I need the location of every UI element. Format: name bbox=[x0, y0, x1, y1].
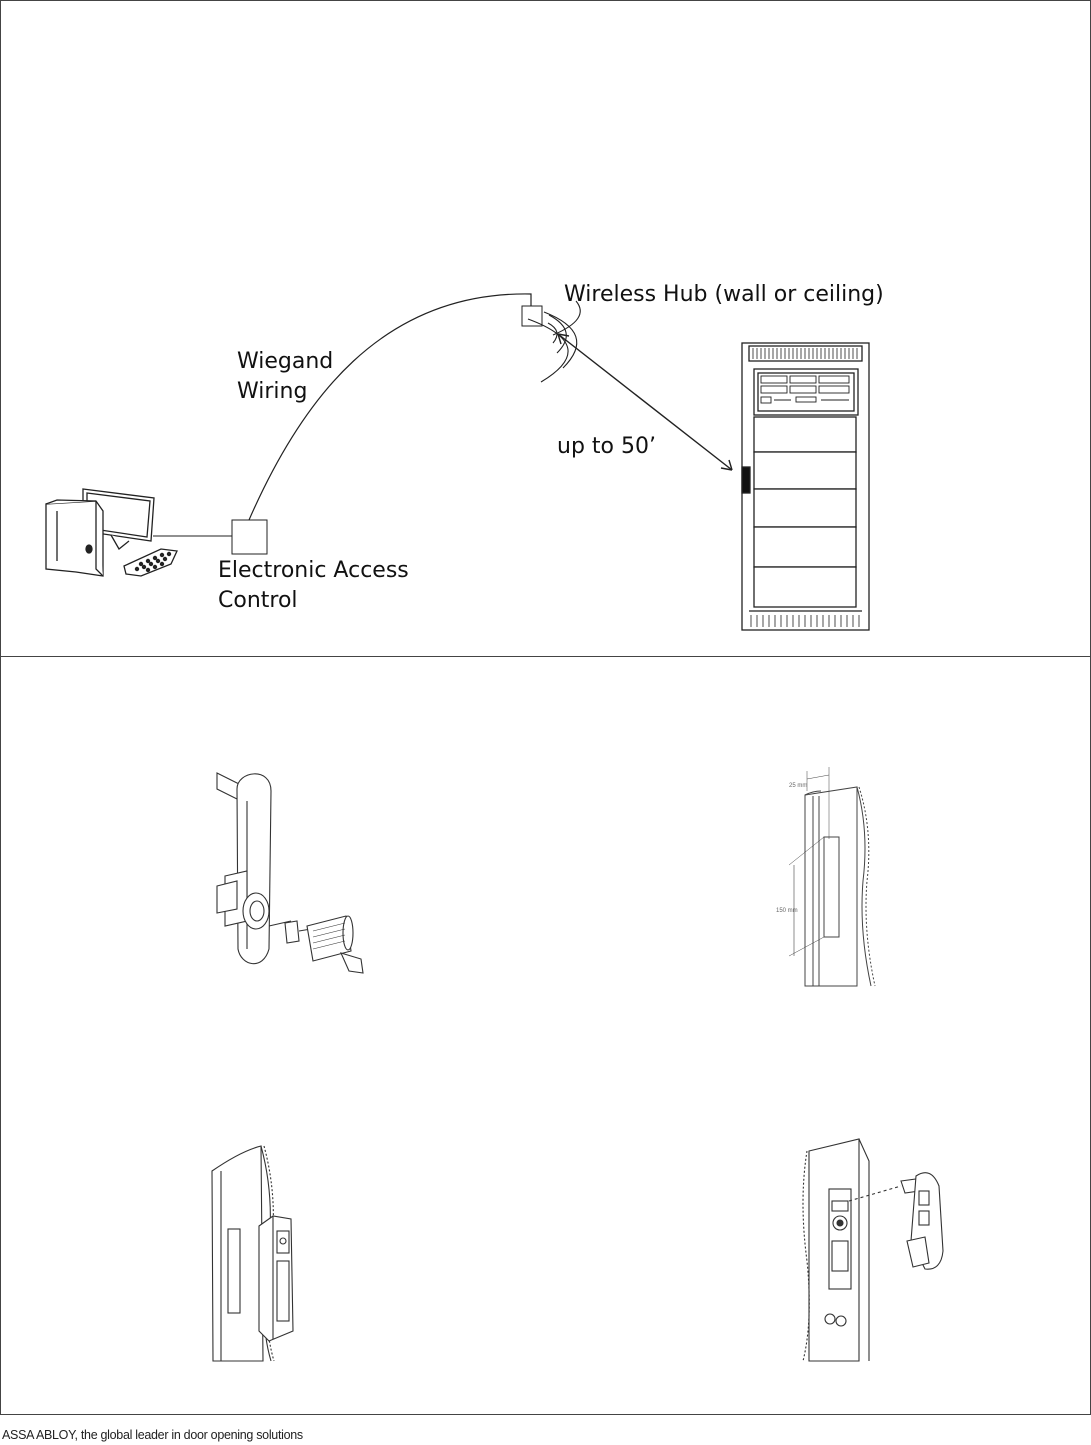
footer-tagline: ASSA ABLOY, the global leader in door op… bbox=[2, 1428, 303, 1442]
cutout-dimension-drawing bbox=[789, 767, 875, 986]
access-control-box bbox=[232, 520, 267, 554]
lock-mounted-drawing bbox=[212, 1146, 293, 1361]
installation-drawings-panel: 25 mm 150 mm bbox=[0, 656, 1091, 1415]
wiegand-label-line1: Wiegand bbox=[237, 347, 333, 377]
wireless-hub-label: Wireless Hub (wall or ceiling) bbox=[564, 280, 884, 310]
wiegand-label: Wiegand Wiring bbox=[237, 347, 333, 407]
installation-drawings-graphics bbox=[1, 657, 1090, 1414]
access-control-label: Electronic Access Control bbox=[218, 556, 409, 616]
system-diagram-graphics bbox=[1, 1, 1090, 656]
access-control-label-line1: Electronic Access bbox=[218, 556, 409, 586]
swing-handle-drawing bbox=[217, 773, 363, 973]
access-control-label-line2: Control bbox=[218, 586, 409, 616]
lock-exploded-drawing bbox=[803, 1139, 943, 1361]
distance-label: up to 50’ bbox=[557, 432, 656, 462]
system-diagram-panel: Wireless Hub (wall or ceiling) Wiegand W… bbox=[0, 0, 1091, 657]
server-rack-icon bbox=[742, 343, 869, 630]
computer-icon bbox=[46, 489, 177, 576]
wiegand-label-line2: Wiring bbox=[237, 377, 333, 407]
dimension-top-label: 25 mm bbox=[789, 783, 807, 789]
dimension-side-label: 150 mm bbox=[776, 908, 798, 914]
